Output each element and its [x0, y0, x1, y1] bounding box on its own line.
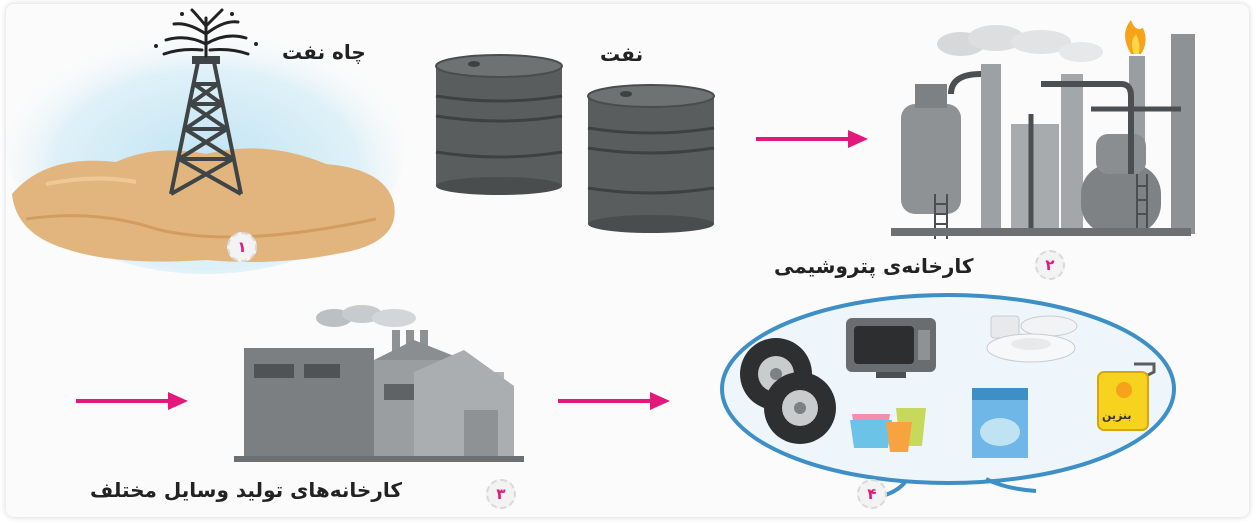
benzin-label: بنزین — [1102, 409, 1132, 422]
tire-icon — [740, 338, 836, 444]
arrow-right-icon — [76, 392, 188, 410]
tv-icon — [846, 318, 936, 378]
step-3-badge: ۳ — [486, 479, 516, 509]
oil-label: نفت — [600, 42, 644, 66]
oil-rig-icon — [6, 8, 406, 274]
dishes-icon — [986, 315, 1078, 363]
oil-barrel-icon — [435, 54, 715, 233]
diagram-frame: چاه نفت ۱ نفت — [6, 4, 1249, 517]
cups-icon — [850, 408, 926, 452]
step-2-badge: ۲ — [1035, 250, 1065, 280]
step-4-badge: ۴ — [857, 479, 887, 509]
arrow-right-icon — [558, 392, 670, 410]
oil-well-label: چاه نفت — [282, 40, 366, 64]
factories-label: کارخانه‌های تولید وسایل مختلف — [90, 478, 403, 502]
factory-icon — [234, 305, 524, 462]
petrochemical-label: کارخانه‌ی پتروشیمی — [774, 254, 974, 278]
detergent-box-icon — [972, 388, 1028, 458]
arrow-right-icon — [756, 130, 868, 148]
fuel-can-icon — [1097, 362, 1156, 431]
step-1-badge: ۱ — [227, 232, 257, 262]
petrochemical-plant-icon — [891, 20, 1195, 239]
